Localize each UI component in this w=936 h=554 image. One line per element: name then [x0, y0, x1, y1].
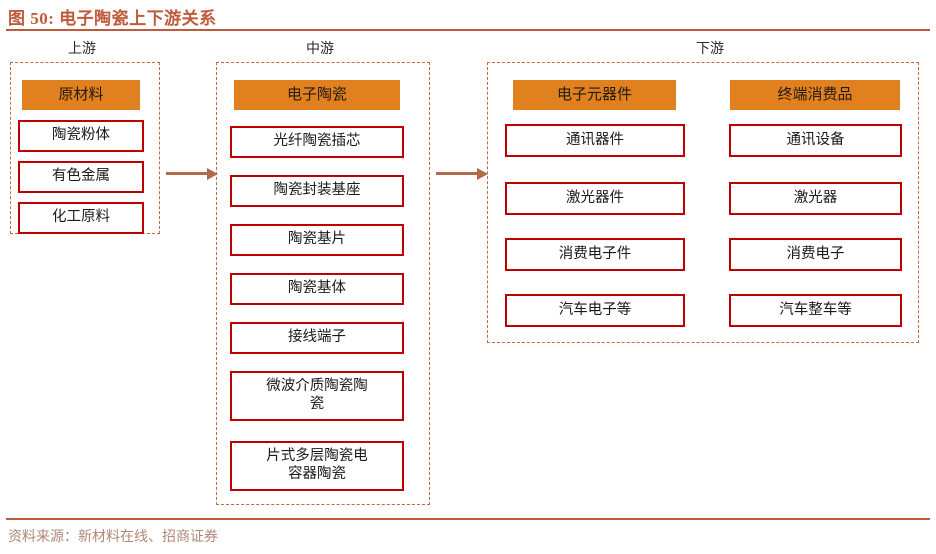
downstream-col1-header: 终端消费品 — [730, 80, 900, 110]
figure-title: 图 50: 电子陶瓷上下游关系 — [8, 9, 217, 28]
midstream-item-0[interactable]: 光纤陶瓷插芯 — [230, 126, 404, 158]
downstream-col0-item-3[interactable]: 汽车电子等 — [505, 294, 685, 327]
section-label-upstream: 上游 — [68, 42, 96, 57]
midstream-item-5[interactable]: 微波介质陶瓷陶 瓷 — [230, 371, 404, 421]
arrow-head-icon — [207, 168, 218, 180]
downstream-col1-item-1[interactable]: 激光器 — [729, 182, 902, 215]
source-note: 资料来源：新材料在线、招商证券 — [8, 530, 218, 545]
downstream-col1-item-2[interactable]: 消费电子 — [729, 238, 902, 271]
downstream-col0-item-1[interactable]: 激光器件 — [505, 182, 685, 215]
upstream-item-0[interactable]: 陶瓷粉体 — [18, 120, 144, 152]
footer-divider — [6, 518, 930, 520]
downstream-col1-item-0[interactable]: 通讯设备 — [729, 124, 902, 157]
upstream-item-2[interactable]: 化工原料 — [18, 202, 144, 234]
midstream-item-1[interactable]: 陶瓷封装基座 — [230, 175, 404, 207]
section-label-midstream: 中游 — [306, 42, 334, 57]
arrow-head-icon — [477, 168, 488, 180]
midstream-item-6[interactable]: 片式多层陶瓷电 容器陶瓷 — [230, 441, 404, 491]
downstream-col0-header: 电子元器件 — [513, 80, 676, 110]
downstream-col1-item-3[interactable]: 汽车整车等 — [729, 294, 902, 327]
arrow-midstream-to-downstream — [436, 168, 488, 180]
arrow-upstream-to-midstream — [166, 168, 218, 180]
arrow-shaft — [436, 172, 478, 175]
section-label-downstream: 下游 — [696, 42, 724, 57]
downstream-col0-item-0[interactable]: 通讯器件 — [505, 124, 685, 157]
downstream-col0-item-2[interactable]: 消费电子件 — [505, 238, 685, 271]
title-divider — [6, 29, 930, 31]
arrow-shaft — [166, 172, 208, 175]
upstream-header: 原材料 — [22, 80, 140, 110]
upstream-item-1[interactable]: 有色金属 — [18, 161, 144, 193]
midstream-header: 电子陶瓷 — [234, 80, 400, 110]
midstream-container — [216, 62, 430, 505]
midstream-item-4[interactable]: 接线端子 — [230, 322, 404, 354]
downstream-container — [487, 62, 919, 343]
midstream-item-2[interactable]: 陶瓷基片 — [230, 224, 404, 256]
midstream-item-3[interactable]: 陶瓷基体 — [230, 273, 404, 305]
